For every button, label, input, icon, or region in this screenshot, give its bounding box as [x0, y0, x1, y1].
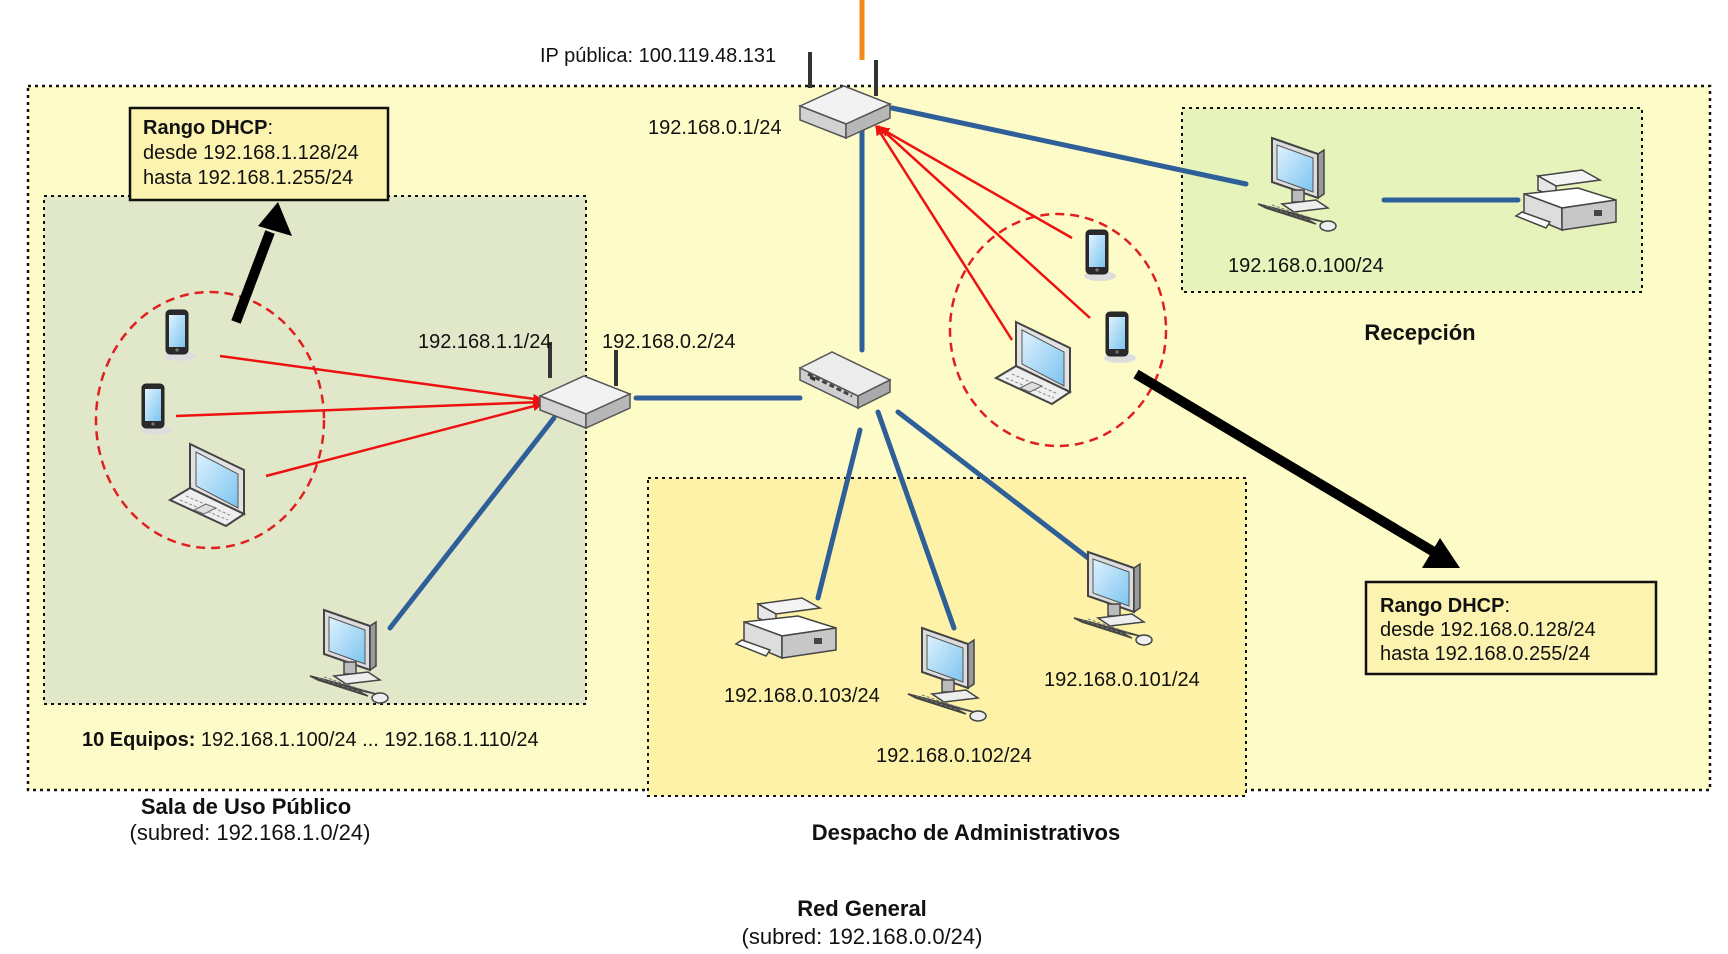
admin-office-title: Despacho de Administrativos: [812, 820, 1120, 845]
public-router-lan-ip: 192.168.1.1/24: [418, 331, 551, 353]
wifi-link-public-phone-1: [219, 354, 543, 404]
public-room-zone: [43, 195, 587, 705]
public-dhcp-from: desde 192.168.1.128/24: [143, 142, 359, 164]
arrow-to-public-dhcp: [231, 202, 292, 324]
svg-text:Rango DHCP:: Rango DHCP:: [1380, 595, 1510, 617]
wifi-link-general-phone-1: [879, 126, 1073, 240]
general-dhcp-to: hasta 192.168.0.255/24: [1380, 643, 1590, 665]
wifi-link-general-laptop: [874, 125, 1014, 341]
cable-public-router-pc: [387, 415, 557, 631]
reception-pc-ip: 192.168.0.100/24: [1228, 255, 1384, 277]
general-dhcp-title: Rango DHCP: [1380, 595, 1504, 617]
general-network-title: Red General: [797, 896, 927, 921]
wifi-link-public-phone-2: [175, 397, 543, 418]
wifi-link-general-phone-2: [877, 125, 1091, 319]
svg-text:Rango DHCP:: Rango DHCP:: [143, 117, 273, 139]
main-router-public-ip: IP pública: 100.119.48.131: [540, 45, 776, 67]
public-room-title: Sala de Uso Público: [141, 794, 351, 819]
cable-switch-pc1: [895, 409, 1099, 567]
admin-pc1-ip: 192.168.0.101/24: [1044, 669, 1200, 691]
public-equipment-label: 10 Equipos: 192.168.1.100/24 ... 192.168…: [82, 729, 539, 751]
cable-router-reception-pc: [889, 105, 1249, 187]
public-dhcp-title: Rango DHCP: [143, 117, 267, 139]
cable-switch-pc2: [875, 409, 957, 631]
arrow-to-general-dhcp: [1133, 369, 1460, 568]
wifi-link-public-laptop: [265, 401, 543, 478]
general-dhcp-box: Rango DHCP: desde 192.168.0.128/24 hasta…: [1364, 580, 1658, 676]
admin-pc2-ip: 192.168.0.102/24: [876, 745, 1032, 767]
general-dhcp-from: desde 192.168.0.128/24: [1380, 619, 1596, 641]
general-network-subnet: (subred: 192.168.0.0/24): [742, 924, 983, 949]
general-wifi-clients-circle: [948, 212, 1168, 448]
public-room-subnet: (subred: 192.168.1.0/24): [130, 820, 371, 845]
public-dhcp-to: hasta 192.168.1.255/24: [143, 167, 353, 189]
public-dhcp-box: Rango DHCP: desde 192.168.1.128/24 hasta…: [128, 106, 390, 202]
main-router-lan-ip: 192.168.0.1/24: [648, 117, 781, 139]
cable-switch-printer: [815, 427, 863, 601]
admin-printer-ip: 192.168.0.103/24: [724, 685, 880, 707]
public-wifi-clients-circle: [94, 290, 326, 550]
public-router-wan-ip: 192.168.0.2/24: [602, 331, 735, 353]
reception-title: Recepción: [1364, 320, 1475, 345]
